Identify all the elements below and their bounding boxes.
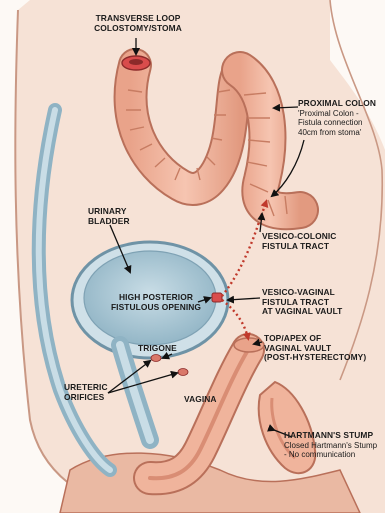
ureteric-orifices-label: URETERIC ORIFICES [64, 383, 124, 402]
stoma [122, 56, 150, 70]
posterior-opening-label: HIGH POSTERIOR FISTULOUS OPENING [110, 293, 202, 312]
urinary-bladder-label: URINARY BLADDER [88, 207, 158, 226]
trigone-label: TRIGONE [138, 344, 188, 354]
vesico-vaginal-label: VESICO-VAGINAL FISTULA TRACT AT VAGINAL … [262, 288, 366, 317]
hartmanns-stump-note: Closed Hartmann's Stump - No communicati… [284, 441, 384, 460]
vaginal-vault-label: TOP/APEX OF VAGINAL VAULT (POST-HYSTEREC… [264, 334, 378, 363]
posterior-fistula-opening [212, 293, 222, 302]
hartmanns-stump-label: HARTMANN'S STUMP [284, 431, 384, 441]
proximal-colon-note: 'Proximal Colon - Fistula connection 40c… [298, 109, 384, 137]
colostomy-label: TRANSVERSE LOOP COLOSTOMY/STOMA [90, 14, 186, 33]
vagina-label: VAGINA [184, 395, 234, 405]
vesico-colonic-label: VESICO-COLONIC FISTULA TRACT [262, 232, 352, 251]
proximal-colon-label: PROXIMAL COLON [298, 99, 384, 109]
